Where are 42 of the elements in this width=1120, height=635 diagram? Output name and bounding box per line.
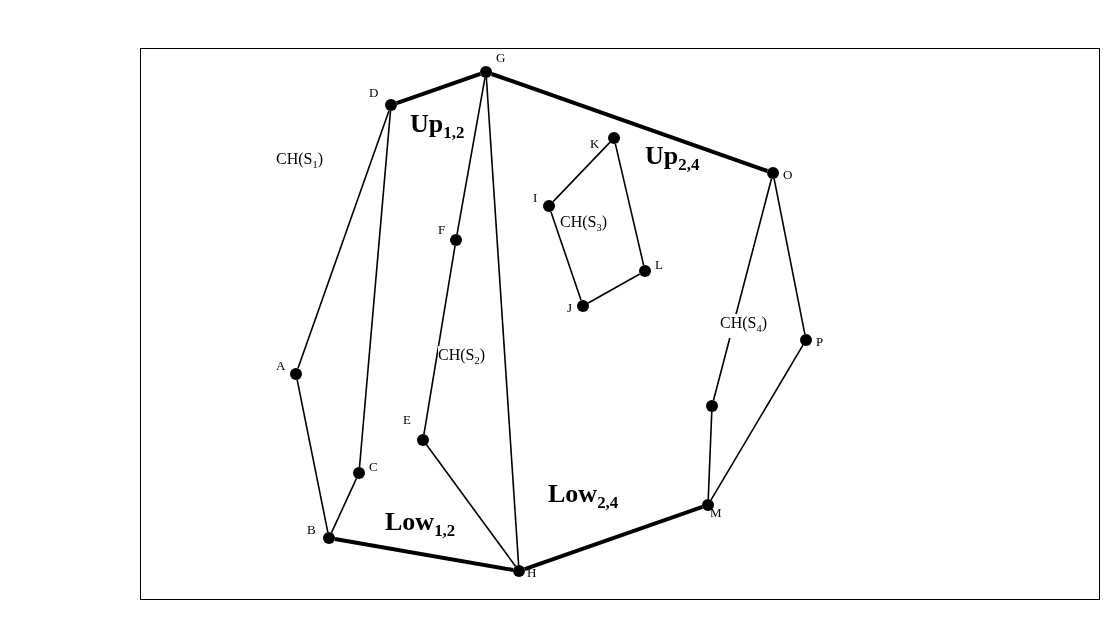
- point-label: E: [403, 413, 411, 427]
- hull-edge: [425, 444, 517, 567]
- edge-label: Up$_{2,4}$: [645, 142, 700, 177]
- hull-edge: [710, 344, 804, 501]
- point-label: D: [369, 86, 379, 100]
- hull-edge: [707, 411, 713, 500]
- bridge-edge: [524, 505, 703, 571]
- hull-label: CH(S$_{3}$): [560, 213, 607, 238]
- hull-edge: [485, 77, 520, 566]
- hull-edge: [423, 245, 456, 435]
- point-label: I: [533, 191, 538, 205]
- point-label: A: [276, 359, 286, 373]
- hull-edge: [550, 210, 582, 302]
- hull-edge: [712, 178, 773, 401]
- edge-label: Low$_{2,4}$: [548, 480, 619, 515]
- point-label: F: [438, 223, 446, 237]
- point-label: K: [590, 137, 600, 151]
- hull-edge: [297, 109, 390, 370]
- edge-label: Up$_{1,2}$: [410, 110, 465, 145]
- hull-edge: [296, 379, 329, 533]
- bridge-edge: [334, 537, 514, 572]
- hull-edge: [552, 141, 611, 203]
- point-marker: [706, 400, 718, 412]
- bridge-edge: [396, 72, 481, 105]
- point-label: B: [307, 523, 316, 537]
- point-label: J: [567, 301, 573, 315]
- hull-edge: [330, 477, 358, 534]
- hull-edge: [456, 77, 486, 235]
- point-label: L: [655, 258, 663, 272]
- point-label: O: [783, 168, 793, 182]
- point-label: M: [710, 506, 722, 520]
- point-label: G: [496, 51, 506, 65]
- point-label: P: [816, 335, 824, 349]
- point-label: C: [369, 460, 378, 474]
- point-label: H: [527, 566, 537, 580]
- hull-label: CH(S$_{4}$): [720, 314, 767, 339]
- edge-label: Low$_{1,2}$: [385, 508, 456, 543]
- hull-edge: [587, 273, 641, 304]
- bridge-edge: [491, 72, 768, 173]
- hull-edge: [614, 143, 645, 266]
- hull-edge: [773, 178, 806, 335]
- hull-edge: [358, 110, 392, 468]
